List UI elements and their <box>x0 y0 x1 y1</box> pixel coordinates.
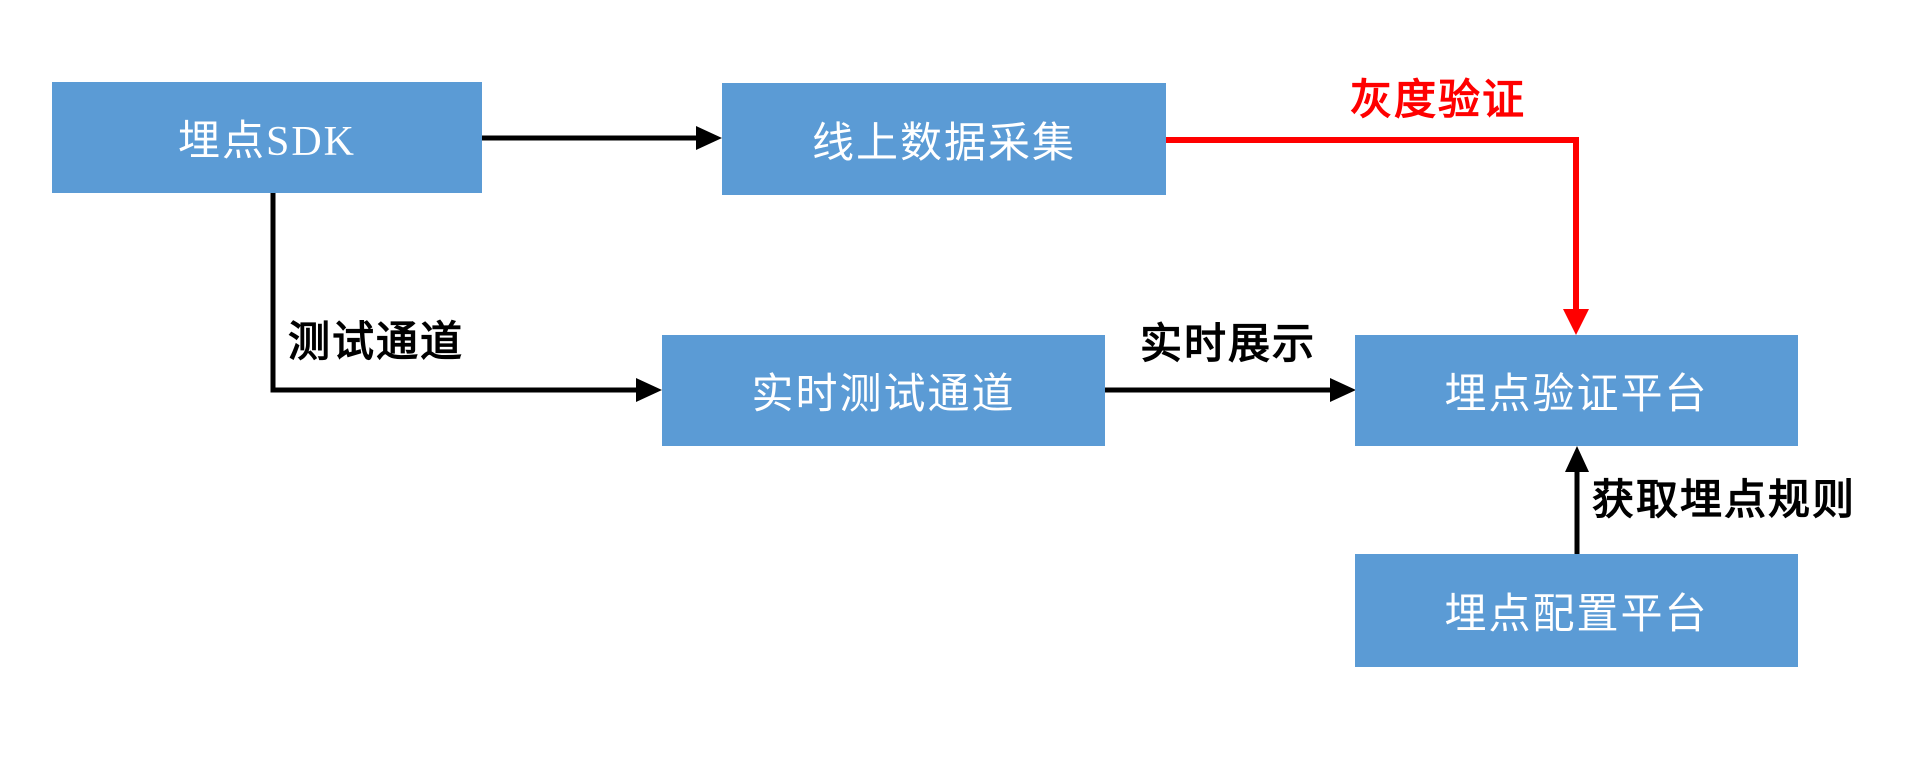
node-online-data-collect: 线上数据采集 <box>722 83 1166 195</box>
arrow-sdk-to-online-collect <box>482 126 722 150</box>
arrow-config-to-verify <box>1565 446 1589 554</box>
edge-label-test-channel: 测试通道 <box>288 320 465 366</box>
node-tracking-config-platform: 埋点配置平台 <box>1355 554 1798 667</box>
edge-label-gray-verification: 灰度验证 <box>1350 78 1527 124</box>
edge-label-get-tracking-rules: 获取埋点规则 <box>1592 478 1857 524</box>
edge-label-realtime-display: 实时展示 <box>1140 322 1317 368</box>
arrow-gray-verification <box>1166 137 1589 335</box>
node-tracking-verify-platform: 埋点验证平台 <box>1355 335 1798 446</box>
node-tracking-sdk: 埋点SDK <box>52 82 482 193</box>
node-realtime-test-channel: 实时测试通道 <box>662 335 1105 446</box>
arrow-realtime-channel-to-verify <box>1105 378 1356 402</box>
arrow-sdk-to-realtime-channel <box>270 193 662 402</box>
